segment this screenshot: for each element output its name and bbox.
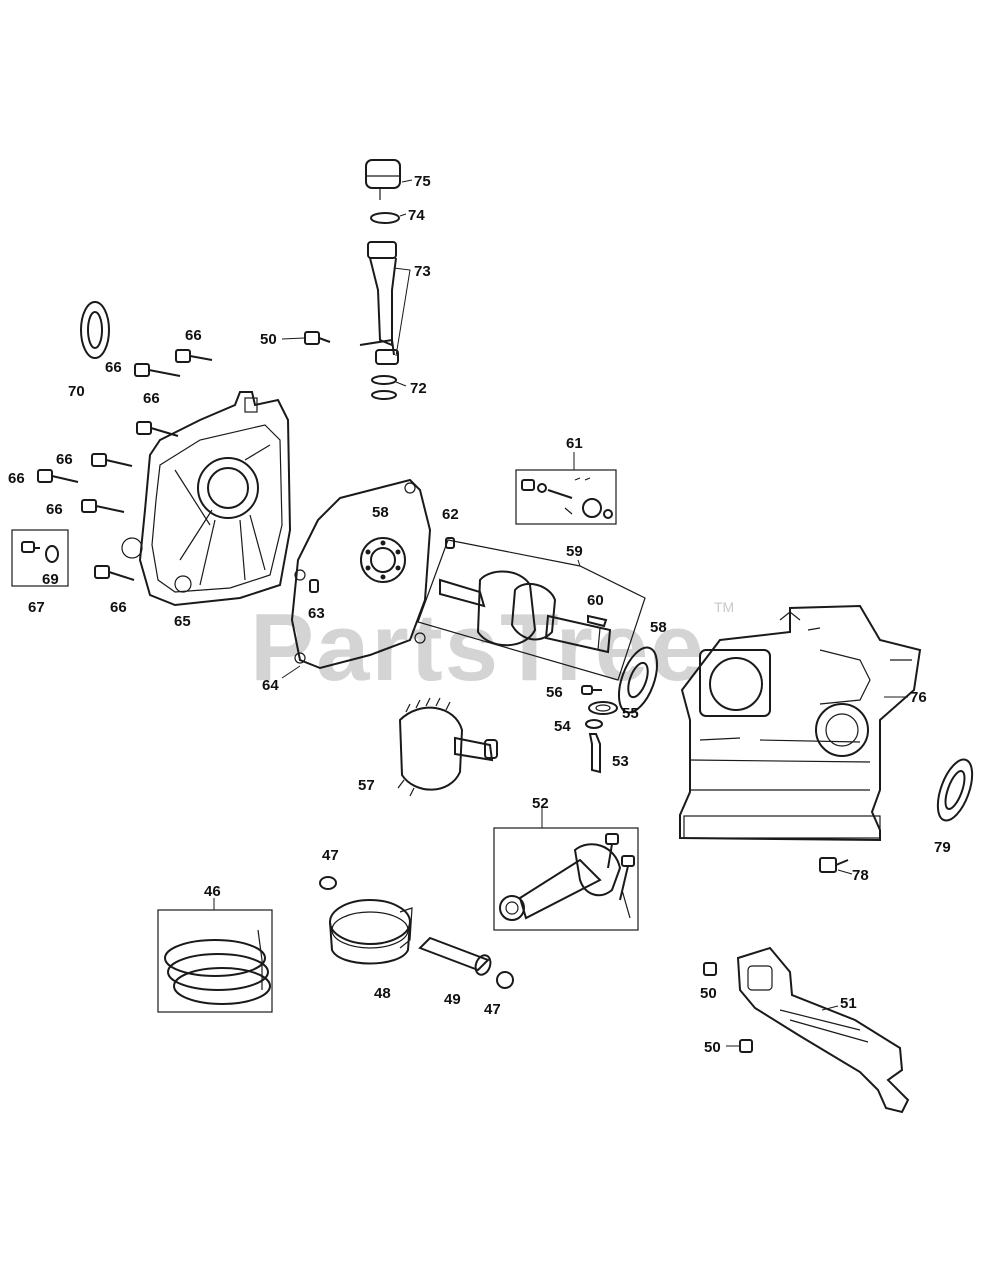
callout-78[interactable]: 78 <box>852 867 869 884</box>
washer-54-part[interactable] <box>585 719 603 729</box>
callout-60[interactable]: 60 <box>587 592 604 609</box>
callout-66-e[interactable]: 66 <box>8 470 25 487</box>
callout-47-right[interactable]: 47 <box>484 1001 501 1018</box>
callout-61[interactable]: 61 <box>566 435 583 452</box>
piston-ring-kit-box <box>157 909 273 1013</box>
callout-66-b[interactable]: 66 <box>105 359 122 376</box>
callout-76[interactable]: 76 <box>910 689 927 706</box>
callout-46[interactable]: 46 <box>204 883 221 900</box>
callout-49[interactable]: 49 <box>444 991 461 1008</box>
bolt-56-part[interactable] <box>581 685 602 695</box>
callout-66-c[interactable]: 66 <box>143 390 160 407</box>
callout-58-left[interactable]: 58 <box>372 504 389 521</box>
oil-fill-seal-part[interactable] <box>370 212 400 224</box>
bearing-58-right-part[interactable] <box>611 643 664 718</box>
bolt-66-7-part[interactable] <box>94 565 135 581</box>
callout-51[interactable]: 51 <box>840 995 857 1012</box>
callout-64[interactable]: 64 <box>262 677 279 694</box>
bolt-66-4-part[interactable] <box>91 453 133 467</box>
bolt-66-2-part[interactable] <box>134 363 181 377</box>
callout-73[interactable]: 73 <box>414 263 431 280</box>
bolt-66-6-part[interactable] <box>81 499 125 513</box>
crankcase-gasket-part[interactable] <box>290 478 432 670</box>
callout-50-bottom[interactable]: 50 <box>704 1039 721 1056</box>
callout-50-top[interactable]: 50 <box>260 331 277 348</box>
watermark-trademark: TM <box>714 599 734 615</box>
bolt-50-bottom-part[interactable] <box>739 1039 753 1053</box>
callout-50-middle[interactable]: 50 <box>700 985 717 1002</box>
crankshaft-part[interactable] <box>439 570 612 654</box>
drain-plug-kit-box <box>11 529 69 587</box>
callout-66-f[interactable]: 66 <box>46 501 63 518</box>
callout-57[interactable]: 57 <box>358 777 375 794</box>
dowel-pin-63-part[interactable] <box>309 579 319 593</box>
governor-kit-box <box>515 469 617 525</box>
governor-kit-part[interactable] <box>521 477 613 519</box>
engine-baffle-part[interactable] <box>736 946 910 1114</box>
callout-66-g[interactable]: 66 <box>110 599 127 616</box>
bolt-66-5-part[interactable] <box>37 469 79 483</box>
crankshaft-kit-box <box>417 539 646 681</box>
shaft-53-part[interactable] <box>588 733 601 774</box>
piston-rings-part[interactable] <box>164 929 271 1005</box>
callout-54[interactable]: 54 <box>554 718 571 735</box>
callout-66-d[interactable]: 66 <box>56 451 73 468</box>
bolt-78-part[interactable] <box>819 857 849 873</box>
drain-plug-part[interactable] <box>21 541 40 553</box>
piston-pin-part[interactable] <box>418 936 493 977</box>
callout-66-a[interactable]: 66 <box>185 327 202 344</box>
callout-62[interactable]: 62 <box>442 506 459 523</box>
connecting-rod-kit-box <box>493 827 639 931</box>
callout-63[interactable]: 63 <box>308 605 325 622</box>
bolt-50-middle-part[interactable] <box>703 962 717 976</box>
crankcase-cover-part[interactable] <box>121 391 292 607</box>
callout-70[interactable]: 70 <box>68 383 85 400</box>
callout-53[interactable]: 53 <box>612 753 629 770</box>
callout-55[interactable]: 55 <box>622 705 639 722</box>
dowel-pin-62-part[interactable] <box>445 537 455 549</box>
callout-58-right[interactable]: 58 <box>650 619 667 636</box>
connecting-rod-part[interactable] <box>499 833 635 921</box>
callout-75[interactable]: 75 <box>414 173 431 190</box>
oil-seal-79-part[interactable] <box>931 755 979 825</box>
camshaft-part[interactable] <box>397 697 498 797</box>
callout-67[interactable]: 67 <box>28 599 45 616</box>
bearing-58-left-part[interactable] <box>360 537 406 583</box>
callout-79[interactable]: 79 <box>934 839 951 856</box>
callout-65[interactable]: 65 <box>174 613 191 630</box>
callout-47-left[interactable]: 47 <box>322 847 339 864</box>
callout-74[interactable]: 74 <box>408 207 425 224</box>
callout-69[interactable]: 69 <box>42 571 59 588</box>
oil-seal-70-part[interactable] <box>80 301 110 359</box>
piston-part[interactable] <box>329 899 413 965</box>
oil-fill-cap-part[interactable] <box>365 159 401 200</box>
callout-72[interactable]: 72 <box>410 380 427 397</box>
callout-59[interactable]: 59 <box>566 543 583 560</box>
bolt-66-3-part[interactable] <box>136 421 179 437</box>
gear-55-part[interactable] <box>588 701 618 715</box>
bolt-66-1-part[interactable] <box>175 349 213 363</box>
woodruff-key-60-part[interactable] <box>587 614 608 628</box>
oil-fill-o-ring-part[interactable] <box>371 375 397 400</box>
oil-fill-tube-part[interactable] <box>359 241 399 365</box>
circlip-47-right-part[interactable] <box>496 971 514 989</box>
bolt-50-top-part[interactable] <box>304 331 331 345</box>
callout-48[interactable]: 48 <box>374 985 391 1002</box>
callout-56[interactable]: 56 <box>546 684 563 701</box>
drain-plug-washer-part[interactable] <box>45 545 59 563</box>
circlip-47-left-part[interactable] <box>319 876 337 890</box>
callout-52[interactable]: 52 <box>532 795 549 812</box>
crankcase-block-part[interactable] <box>679 604 922 842</box>
